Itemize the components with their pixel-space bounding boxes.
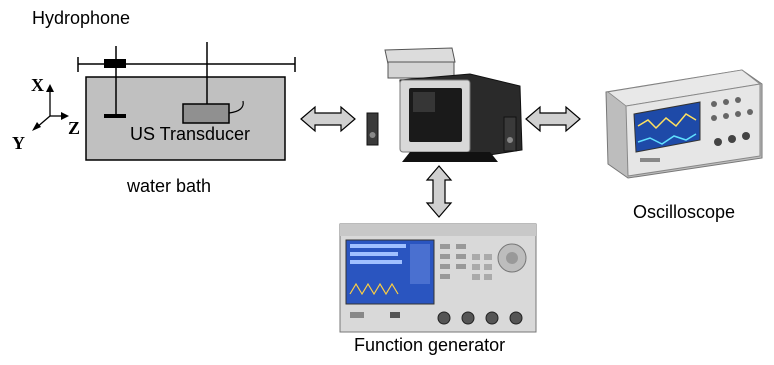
arrow-bath-computer	[300, 105, 356, 133]
oscilloscope-device	[605, 69, 763, 179]
function-generator-device	[339, 223, 537, 333]
us-transducer	[182, 42, 244, 124]
axis-y-label: Y	[12, 133, 25, 153]
axis-x-label: X	[31, 75, 44, 95]
function-generator-label: Function generator	[354, 335, 506, 355]
water-bath-label: water bath	[127, 176, 212, 196]
hydrophone-label: Hydrophone	[32, 8, 131, 28]
us-transducer-label: US Transducer	[130, 124, 251, 144]
hydrophone-probe	[104, 46, 126, 118]
axis-z-label: Z	[68, 118, 81, 138]
coordinate-axes	[32, 84, 69, 131]
arrow-computer-oscilloscope	[525, 105, 581, 133]
oscilloscope-label: Oscilloscope	[633, 202, 736, 222]
arrow-computer-function-generator	[425, 165, 453, 218]
computer	[366, 47, 523, 162]
